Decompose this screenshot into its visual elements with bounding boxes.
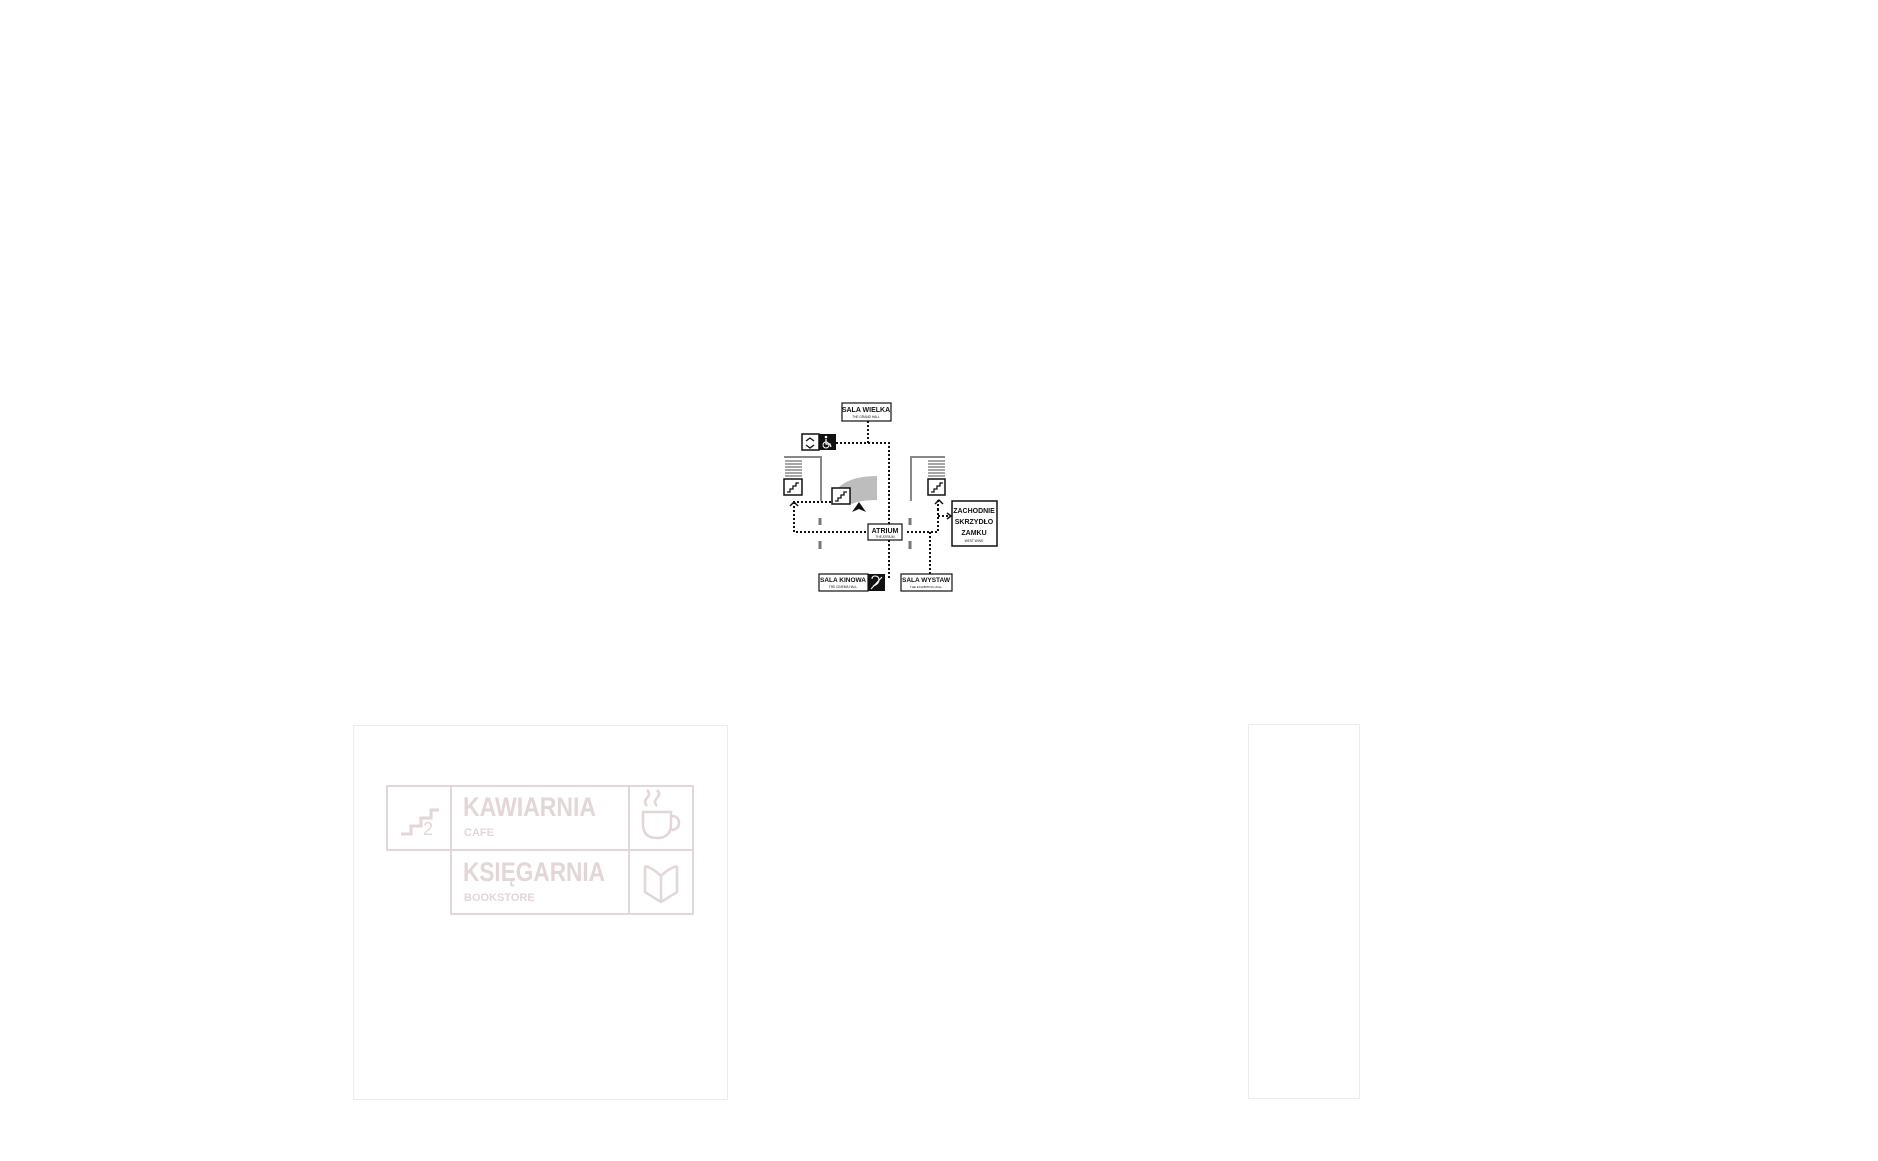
west-wing-subtitle: WEST WING [965, 539, 984, 543]
stairs-icon [401, 808, 439, 836]
cafe-title: KAWIARNIA [463, 792, 596, 822]
atrium-subtitle: THE ATRIUM [875, 535, 894, 539]
atrium-title: ATRIUM [872, 528, 899, 535]
cafe-subtitle: CAFE [464, 827, 494, 839]
bookstore-subtitle: BOOKSTORE [464, 892, 535, 904]
cinema-hall-subtitle: THE CINEMA HALL [829, 585, 858, 589]
you-are-here-arrow-icon [852, 502, 866, 512]
sign-panel-left [353, 725, 728, 1100]
node-west-wing: ZACHODNIE SKRZYDŁO ZAMKU WEST WING [951, 500, 998, 547]
node-atrium: ATRIUM THE ATRIUM [867, 523, 903, 541]
right-stairwell [910, 456, 946, 501]
left-stairwell [783, 456, 822, 501]
cinema-hall-title: SALA KINOWA [820, 577, 866, 584]
sign-stairs-cell [386, 785, 452, 851]
sign-panel-right [1248, 724, 1360, 1099]
node-exhibition-hall: SALA WYSTAW THE EXHIBITION HALL [900, 573, 953, 592]
node-grand-hall: SALA WIELKA THE GRAND HALL [841, 402, 892, 422]
west-wing-line3: ZAMKU [961, 530, 986, 537]
door-marks [818, 518, 912, 549]
route-arrowheads [789, 498, 953, 520]
grand-hall-subtitle: THE GRAND HALL [852, 415, 880, 419]
node-cinema-hall: SALA KINOWA THE CINEMA HALL [818, 573, 885, 592]
bookstore-title: KSIĘGARNIA [463, 857, 605, 887]
route-lines [793, 421, 948, 580]
accessible-elevator [801, 433, 836, 451]
coffee-cup-icon [641, 789, 681, 840]
grand-hall-title: SALA WIELKA [842, 407, 890, 414]
open-book-icon [643, 864, 679, 904]
central-stairs [831, 476, 877, 512]
west-wing-line2: SKRZYDŁO [955, 519, 994, 526]
west-wing-line1: ZACHODNIE [953, 508, 995, 515]
exhibition-hall-title: SALA WYSTAW [902, 577, 951, 584]
exhibition-hall-subtitle: THE EXHIBITION HALL [910, 585, 943, 589]
floor-number: 2 [423, 819, 433, 839]
